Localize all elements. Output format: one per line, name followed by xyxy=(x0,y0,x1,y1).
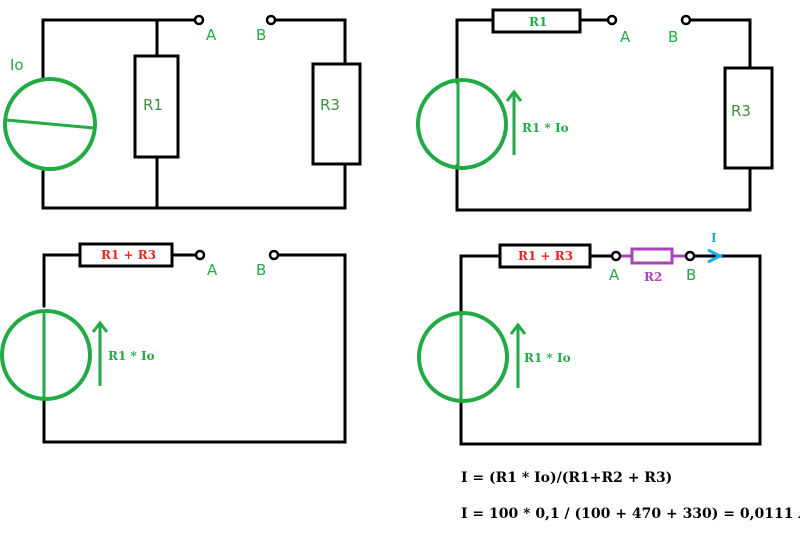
c1-source-label: Io xyxy=(10,56,24,74)
c3-source-arrow xyxy=(91,320,109,386)
c1-r3-label: R3 xyxy=(320,96,340,114)
c4-a-label: A xyxy=(609,266,620,284)
c2-resistor-r3 xyxy=(723,66,774,170)
c4-source-arrow xyxy=(509,322,527,388)
c2-terminal-a xyxy=(606,14,618,26)
c2-source-arrow xyxy=(505,89,523,155)
c1-terminal-b xyxy=(265,14,277,26)
c1-r1-label: R1 xyxy=(143,96,163,114)
formula-line-2: I = 100 * 0,1 / (100 + 470 + 330) = 0,01… xyxy=(461,506,800,522)
c2-r3-label: R3 xyxy=(731,102,751,120)
c3-voltage-source xyxy=(0,309,92,401)
c2-b-label: B xyxy=(668,28,678,46)
c3-wires xyxy=(42,253,347,444)
c1-b-label: B xyxy=(256,26,266,44)
c1-source-bar xyxy=(5,118,95,130)
c3-series-label: R1 + R3 xyxy=(101,248,156,262)
c4-resistor-r2 xyxy=(630,247,674,265)
c3-a-label: A xyxy=(207,261,218,279)
c3-source-label: R1 * Io xyxy=(108,349,155,363)
c1-current-source xyxy=(3,77,97,171)
c4-b-label: B xyxy=(686,266,696,284)
c1-a-label: A xyxy=(206,26,217,44)
c1-resistor-r3 xyxy=(311,62,362,166)
c2-wires xyxy=(455,18,752,212)
c4-wires xyxy=(459,254,762,446)
c1-wires xyxy=(41,18,347,210)
c2-voltage-source xyxy=(416,78,508,170)
c3-terminal-a xyxy=(194,249,206,261)
c4-r2-label: R2 xyxy=(644,270,662,284)
c4-terminal-a xyxy=(610,250,622,262)
c2-a-label: A xyxy=(620,28,631,46)
c3-b-label: B xyxy=(256,261,266,279)
c2-r1-label: R1 xyxy=(529,15,547,29)
c4-terminal-b xyxy=(684,250,696,262)
c4-series-label: R1 + R3 xyxy=(518,249,573,263)
c4-current-arrow-icon xyxy=(707,248,724,264)
c4-resistor-r1r3 xyxy=(498,243,592,269)
c1-resistor-r1 xyxy=(133,54,180,159)
circuit-2: R1 R3 R1 * Io A B xyxy=(416,8,774,212)
circuit-4: R1 + R3 R2 R1 * Io A B I xyxy=(417,231,762,446)
c2-source-label: R1 * Io xyxy=(522,121,569,135)
c4-source-label: R1 * Io xyxy=(524,351,571,365)
c3-terminal-b xyxy=(268,249,280,261)
c2-resistor-r1 xyxy=(491,8,582,34)
circuit-1: Io R1 R3 A B xyxy=(3,14,362,210)
c4-current-label: I xyxy=(711,231,717,245)
c1-terminal-a xyxy=(193,14,205,26)
formula-line-1: I = (R1 * Io)/(R1+R2 + R3) xyxy=(461,470,672,486)
circuit-3: R1 + R3 R1 * Io A B xyxy=(0,242,347,444)
c3-resistor-r1r3 xyxy=(78,242,174,268)
c4-voltage-source xyxy=(417,311,509,403)
c2-terminal-b xyxy=(680,14,692,26)
